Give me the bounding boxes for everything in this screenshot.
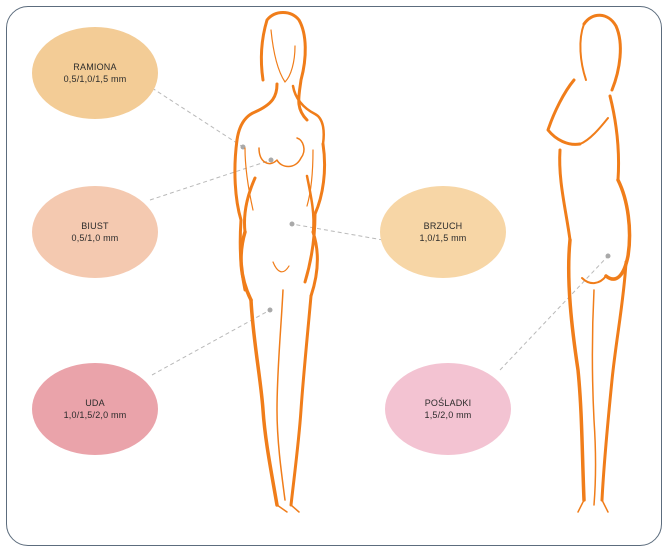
area-name-brzuch: BRZUCH xyxy=(424,220,463,232)
area-bubble-posladki: POŚLADKI 1,5/2,0 mm xyxy=(385,363,511,455)
area-bubble-uda: UDA 1,0/1,5/2,0 mm xyxy=(32,363,158,455)
area-spec-brzuch: 1,0/1,5 mm xyxy=(419,232,466,244)
area-spec-ramiona: 0,5/1,0/1,5 mm xyxy=(64,73,127,85)
front-figure-illustration xyxy=(215,0,345,525)
area-bubble-brzuch: BRZUCH 1,0/1,5 mm xyxy=(380,186,506,278)
area-spec-uda: 1,0/1,5/2,0 mm xyxy=(64,409,127,421)
back-figure-illustration xyxy=(520,0,660,525)
area-bubble-biust: BIUST 0,5/1,0 mm xyxy=(32,186,158,278)
area-spec-posladki: 1,5/2,0 mm xyxy=(424,409,471,421)
area-spec-biust: 0,5/1,0 mm xyxy=(71,232,118,244)
area-name-ramiona: RAMIONA xyxy=(73,61,116,73)
area-name-posladki: POŚLADKI xyxy=(425,397,472,409)
area-name-biust: BIUST xyxy=(81,220,109,232)
area-name-uda: UDA xyxy=(85,397,105,409)
area-bubble-ramiona: RAMIONA 0,5/1,0/1,5 mm xyxy=(32,27,158,119)
